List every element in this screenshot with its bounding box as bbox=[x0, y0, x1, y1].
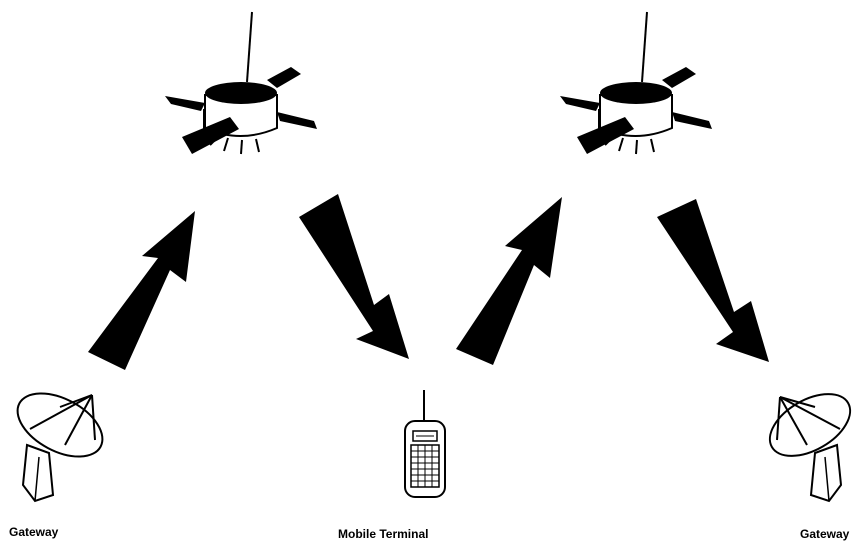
mobile-terminal-label: Mobile Terminal bbox=[338, 527, 429, 541]
satellite-icon bbox=[560, 11, 712, 155]
uplink-arrow bbox=[456, 197, 562, 365]
gateway-left-label: Gateway bbox=[9, 525, 59, 539]
dish-antenna-icon bbox=[16, 392, 104, 503]
uplink-arrow bbox=[88, 211, 195, 370]
mobile-phone-icon bbox=[404, 390, 446, 498]
dish-antenna-icon bbox=[768, 393, 852, 503]
satellite-icon bbox=[165, 11, 317, 155]
downlink-arrow bbox=[657, 199, 769, 362]
gateway-right-label: Gateway bbox=[800, 527, 850, 541]
downlink-arrow bbox=[299, 194, 409, 359]
